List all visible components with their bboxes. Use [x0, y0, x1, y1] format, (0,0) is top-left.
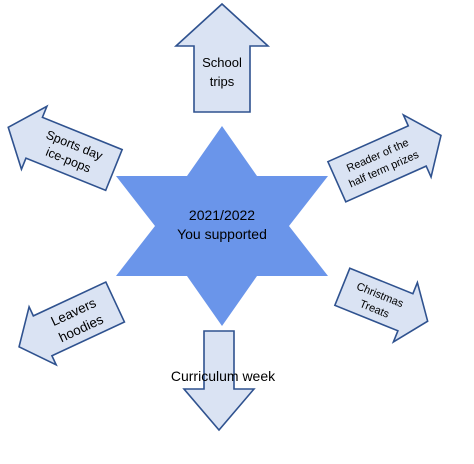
right-arrow-icon: [333, 267, 429, 344]
leavers-hoodies-arrow: Leavers hoodies: [18, 281, 126, 367]
school-trips-label-line1: School: [202, 55, 242, 70]
christmas-treats-arrow: Christmas Treats: [333, 267, 429, 344]
curriculum-week-label: Curriculum week: [171, 368, 276, 384]
left-arrow-icon: [18, 281, 126, 367]
curriculum-week-arrow: [182, 330, 256, 432]
star-icon: [116, 126, 328, 326]
up-arrow-icon: [173, 2, 271, 113]
down-arrow-icon: [182, 330, 256, 432]
sports-day-arrow: Sports day ice-pops: [7, 104, 124, 192]
left-arrow-icon: [7, 104, 124, 192]
center-star: 2021/2022 You supported: [116, 126, 328, 326]
school-trips-label-line2: trips: [210, 74, 235, 89]
right-arrow-icon: [326, 113, 442, 203]
reader-prizes-arrow: Reader of the half term prizes: [326, 113, 442, 203]
center-label-line2: You supported: [177, 226, 267, 242]
center-label-line1: 2021/2022: [189, 207, 255, 223]
school-trips-arrow: School trips: [173, 2, 271, 113]
